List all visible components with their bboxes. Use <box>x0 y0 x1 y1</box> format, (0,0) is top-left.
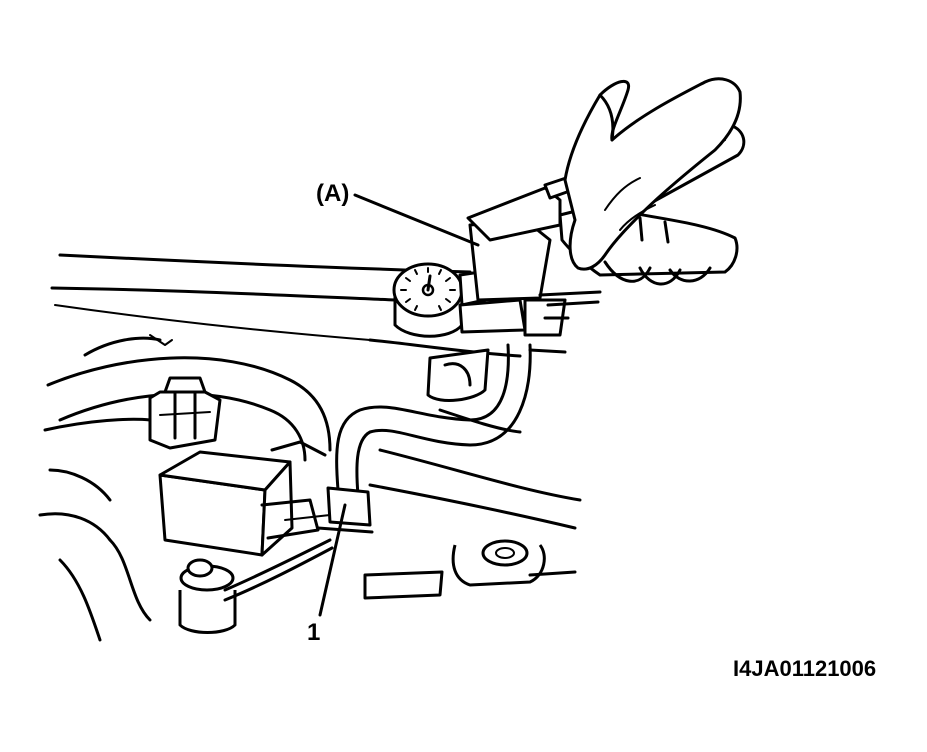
callout-label-a: (A) <box>316 180 349 207</box>
leader-line-a <box>353 193 480 247</box>
electrical-connector <box>148 376 222 450</box>
callout-label-1: 1 <box>307 619 320 646</box>
engine-bay-outline <box>38 253 582 642</box>
solenoid-valve <box>158 440 331 557</box>
figure-id: I4JA01121006 <box>733 656 876 681</box>
operator-hand <box>563 77 742 271</box>
gauge-dial-ticks <box>400 267 456 311</box>
bracket <box>363 539 577 600</box>
reservoir <box>426 348 490 402</box>
leader-line-1 <box>318 503 347 617</box>
mounting-post <box>178 538 334 634</box>
intake-hose <box>46 334 332 462</box>
vacuum-hose <box>316 343 532 534</box>
